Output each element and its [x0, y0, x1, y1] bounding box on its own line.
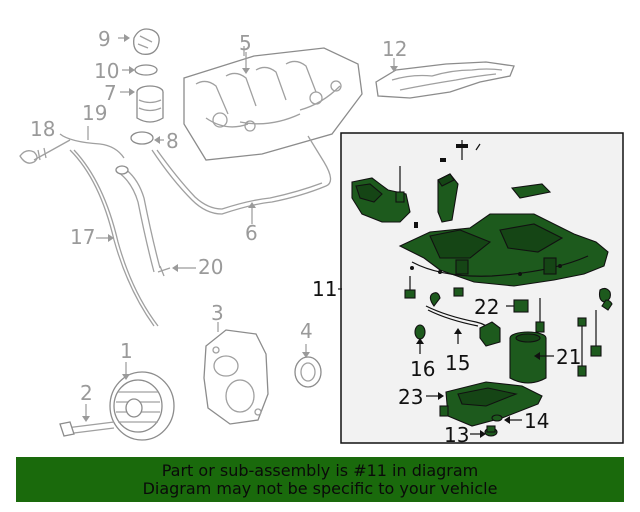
- grey-leader-lines: [82, 34, 398, 422]
- oil-cooler-pipe-part: [425, 292, 501, 347]
- drain-washer-part: [491, 414, 503, 422]
- black-leader-lines: [416, 328, 554, 438]
- drain-plug-part: [506, 298, 545, 333]
- heat-shield-part: [375, 61, 515, 99]
- callout-8: 8: [166, 129, 179, 153]
- callout-10: 10: [94, 59, 119, 83]
- lower-oil-pan-part: [439, 381, 543, 427]
- o-ring-part: [130, 131, 154, 145]
- oil-filter-part: [509, 331, 547, 384]
- callout-23[interactable]: 23: [398, 385, 423, 409]
- callout-2: 2: [80, 381, 93, 405]
- oil-filler-cap-part: [133, 28, 160, 55]
- callout-9: 9: [98, 27, 111, 51]
- callout-6: 6: [245, 221, 258, 245]
- callout-18: 18: [30, 117, 55, 141]
- cap-seal-part: [134, 64, 158, 76]
- front-seal-part: [294, 356, 322, 388]
- callout-16[interactable]: 16: [410, 357, 435, 381]
- callout-19: 19: [82, 101, 107, 125]
- oil-pan-part: [398, 213, 609, 287]
- callout-7: 7: [104, 81, 117, 105]
- side-bolts-part: [577, 287, 613, 377]
- intake-manifold-part: [183, 46, 363, 161]
- cooler-seal-part: [414, 324, 426, 340]
- callout-14[interactable]: 14: [524, 409, 549, 433]
- callout-5: 5: [239, 31, 252, 55]
- callout-20: 20: [198, 255, 223, 279]
- callout-21[interactable]: 21: [556, 345, 581, 369]
- callout-1: 1: [120, 339, 133, 363]
- crankshaft-balancer-part: [109, 371, 175, 441]
- balancer-bolt-part: [59, 421, 115, 437]
- oil-pump-part: [351, 166, 411, 223]
- pan-bolts-part: [404, 276, 464, 299]
- dipstick-part: [19, 133, 161, 327]
- callout-17: 17: [70, 225, 95, 249]
- lower-drain-plug-part: [484, 425, 498, 437]
- callout-22[interactable]: 22: [474, 295, 499, 319]
- callout-3: 3: [211, 301, 224, 325]
- oil-filler-tube-part: [136, 85, 164, 123]
- baffle-part: [510, 183, 552, 199]
- banner-line-1: Part or sub-assembly is #11 in diagram: [161, 460, 479, 480]
- banner-line-2: Diagram may not be specific to your vehi…: [142, 478, 498, 498]
- bolt-part: [157, 265, 171, 277]
- front-cover-part: [203, 329, 269, 425]
- callout-12: 12: [382, 37, 407, 61]
- callout-4: 4: [300, 319, 313, 343]
- info-banner: Part or sub-assembly is #11 in diagram D…: [16, 457, 624, 502]
- callout-13[interactable]: 13: [444, 423, 469, 447]
- callout-11[interactable]: 11: [312, 277, 337, 301]
- oil-pickup-tube-part: [437, 140, 481, 223]
- callout-15[interactable]: 15: [445, 351, 470, 375]
